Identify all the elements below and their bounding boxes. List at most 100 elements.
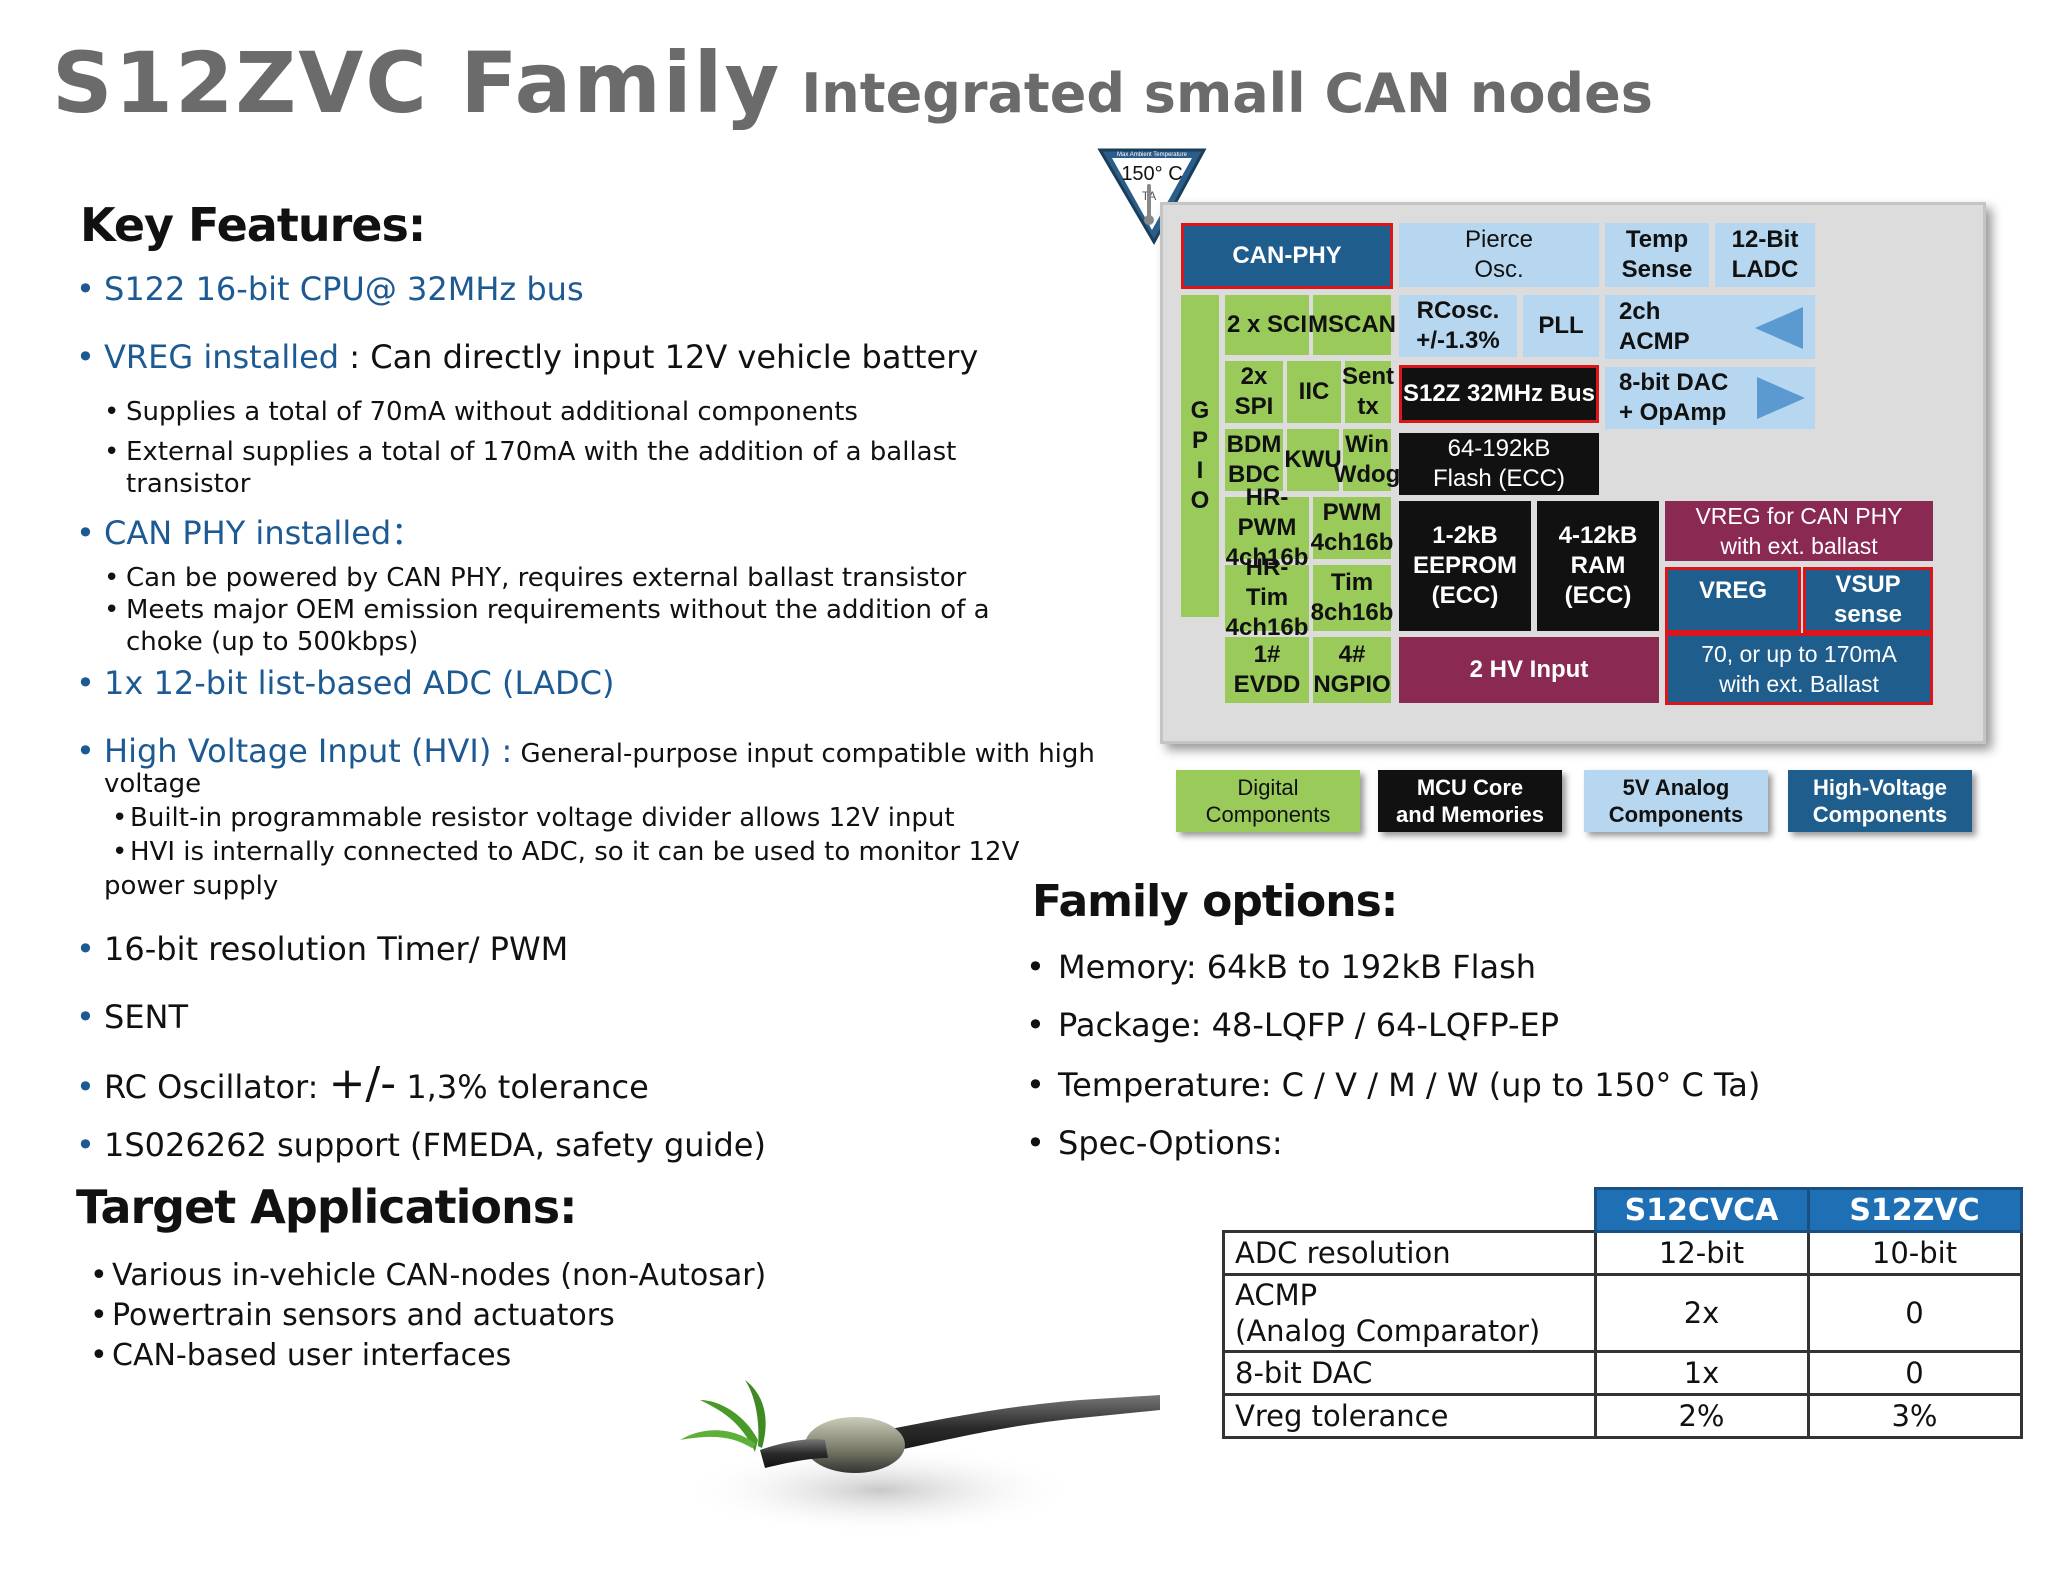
block-kwu: KWU (1284, 429, 1342, 491)
feature-canphy-sub2: •Meets major OEM emission requirements w… (104, 595, 990, 657)
family-option-text: Spec-Options: (1058, 1124, 1283, 1162)
feature-hvi-sub2b: power supply (104, 871, 279, 901)
legend-core-text: MCU Core and Memories (1396, 775, 1544, 827)
temperature-badge-icon: Max Ambient Temperature 150° C TA (1097, 148, 1207, 246)
family-option-text: Package: 48-LQFP / 64-LQFP-EP (1058, 1006, 1560, 1044)
target-apps-heading: Target Applications: (76, 1180, 577, 1234)
block-ballast: 70, or up to 170mA with ext. Ballast (1665, 633, 1933, 705)
opamp-icon (1757, 377, 1805, 419)
table-row: Vreg tolerance 2% 3% (1222, 1393, 2023, 1439)
block-evdd: 1# EVDD (1225, 637, 1309, 703)
table-cell: 0 (1806, 1273, 2023, 1353)
block-flash: 64-192kB Flash (ECC) (1399, 433, 1599, 495)
block-rcosc: RCosc. +/-1.3% (1399, 295, 1517, 357)
title-subtitle: Integrated small CAN nodes (801, 62, 1653, 125)
block-vreg: VREG (1665, 567, 1801, 633)
feature-hvi-text2: voltage (104, 769, 202, 799)
feature-vreg-label: VREG installed (104, 338, 340, 376)
block-ram: 4-12kB RAM (ECC) (1537, 501, 1659, 631)
feature-hvi-label: High Voltage Input (HVI) : (104, 732, 513, 770)
block-ladc: 12-Bit LADC (1715, 223, 1815, 287)
feature-canphy-sub1-text: Can be powered by CAN PHY, requires exte… (126, 563, 967, 593)
legend-mcu-core: MCU Core and Memories (1378, 770, 1562, 832)
feature-iso-text: 1S026262 support (FMEDA, safety guide) (104, 1126, 766, 1164)
table-row: ADC resolution 12-bit 10-bit (1222, 1230, 2023, 1276)
feature-vreg: •VREG installed : Can directly input 12V… (76, 338, 979, 376)
page-title: S12ZVC Family Integrated small CAN nodes (52, 34, 1653, 132)
block-dac-text: 8-bit DAC + OpAmp (1619, 369, 1729, 426)
feature-vreg-sub1-text: Supplies a total of 70mA without additio… (126, 397, 858, 427)
table-cell: ADC resolution (1222, 1230, 1597, 1276)
block-gpio: G P I O (1181, 295, 1219, 617)
block-sci: 2 x SCI (1225, 295, 1309, 355)
legend-analog-text: 5V Analog Components (1608, 775, 1744, 827)
table-cell: 0 (1806, 1350, 2023, 1396)
exhaust-pipe-leaf-image (680, 1380, 1160, 1535)
feature-vreg-sub2-text2: transistor (126, 469, 251, 499)
table-cell: 1x (1593, 1350, 1810, 1396)
feature-vreg-text: : Can directly input 12V vehicle battery (339, 338, 979, 376)
feature-cpu: •S122 16-bit CPU@ 32MHz bus (76, 270, 584, 308)
spec-table: S12CVCA S12ZVC ADC resolution 12-bit 10-… (1222, 1187, 2023, 1439)
family-option-text: Temperature: C / V / M / W (up to 150° C… (1058, 1066, 1761, 1104)
feature-cpu-text: S122 16-bit CPU@ 32MHz bus (104, 270, 584, 308)
legend-digital: Digital Components (1176, 770, 1360, 832)
feature-vreg-sub2-text: External supplies a total of 170mA with … (126, 437, 957, 467)
target-apps-list: •Various in-vehicle CAN-nodes (non-Autos… (90, 1256, 766, 1376)
legend-digital-text: Digital Components (1205, 775, 1331, 827)
feature-canphy-sub2-text2: choke (up to 500kbps) (126, 627, 419, 657)
target-app-text: Various in-vehicle CAN-nodes (non-Autosa… (112, 1258, 767, 1293)
feature-iso: •1S026262 support (FMEDA, safety guide) (76, 1126, 766, 1164)
badge-temp-text: 150° C (1121, 163, 1182, 185)
family-option-text: Memory: 64kB to 192kB Flash (1058, 948, 1537, 986)
feature-rc-text: RC Oscillator: (104, 1068, 319, 1106)
feature-hvi-sub1-text: Built-in programmable resistor voltage d… (130, 803, 955, 833)
feature-hvi-sub2: •HVI is internally connected to ADC, so … (112, 837, 1020, 867)
list-item: •Package: 48-LQFP / 64-LQFP-EP (1026, 1006, 1560, 1044)
block-hr-tim: HR-Tim 4ch16b (1225, 554, 1309, 641)
block-sent-tx: Sent tx (1342, 361, 1394, 423)
block-pll: PLL (1523, 295, 1599, 357)
table-row: ACMP (Analog Comparator) 2x 0 (1222, 1273, 2023, 1353)
feature-hvi-text: General-purpose input compatible with hi… (512, 739, 1095, 769)
feature-timer-text: 16-bit resolution Timer/ PWM (104, 930, 569, 968)
block-hv-input: 2 HV Input (1399, 637, 1659, 703)
feature-hvi: •High Voltage Input (HVI) : General-purp… (76, 732, 1095, 770)
feature-timer: •16-bit resolution Timer/ PWM (76, 930, 569, 968)
feature-canphy-sub1: •Can be powered by CAN PHY, requires ext… (104, 563, 967, 593)
family-options-heading: Family options: (1032, 876, 1398, 927)
feature-rc-plusminus: +/- (328, 1058, 397, 1109)
title-main: S12ZVC Family (52, 34, 782, 132)
table-cell: Vreg tolerance (1222, 1393, 1597, 1439)
list-item: •Various in-vehicle CAN-nodes (non-Autos… (90, 1258, 767, 1293)
block-dac-opamp: 8-bit DAC + OpAmp (1605, 367, 1815, 429)
table-cell: 2% (1593, 1393, 1810, 1439)
table-header: S12ZVC (1806, 1187, 2023, 1233)
feature-vreg-sub2: •External supplies a total of 170mA with… (104, 437, 957, 499)
feature-canphy-sub2-text: Meets major OEM emission requirements wi… (126, 595, 990, 625)
block-s12z-bus: S12Z 32MHz Bus (1399, 365, 1599, 423)
feature-hvi-sub2-text: HVI is internally connected to ADC, so i… (130, 837, 1020, 867)
block-win-wdog: Win Wdog (1334, 429, 1400, 491)
table-cell: 10-bit (1806, 1230, 2023, 1276)
block-eeprom: 1-2kB EEPROM (ECC) (1399, 501, 1531, 631)
feature-adc-text: 1x 12-bit list-based ADC (LADC) (104, 664, 615, 702)
table-header-empty (1223, 1188, 1595, 1232)
block-pwm: PWM 4ch16b (1311, 497, 1393, 559)
block-hr-pwm: HR-PWM 4ch16b (1225, 484, 1309, 571)
target-app-text: Powertrain sensors and actuators (112, 1298, 615, 1333)
legend-high-voltage: High-Voltage Components (1788, 770, 1972, 832)
block-ballast-text: 70, or up to 170mA with ext. Ballast (1701, 641, 1897, 697)
block-mscan: MSCAN (1308, 295, 1396, 355)
table-cell: 12-bit (1593, 1230, 1810, 1276)
block-iic: IIC (1287, 361, 1341, 423)
feature-rc: •RC Oscillator: +/- 1,3% tolerance (76, 1058, 649, 1109)
block-can-phy: CAN-PHY (1181, 223, 1393, 289)
badge-top-text: Max Ambient Temperature (1117, 152, 1188, 158)
block-bdm-bdc: BDM BDC (1225, 429, 1283, 491)
legend-hv-text: High-Voltage Components (1812, 775, 1948, 827)
table-cell: ACMP (Analog Comparator) (1222, 1273, 1597, 1353)
block-vsup-sense: VSUP sense (1803, 567, 1933, 633)
list-item: •CAN-based user interfaces (90, 1338, 512, 1373)
table-cell: 2x (1593, 1273, 1810, 1353)
